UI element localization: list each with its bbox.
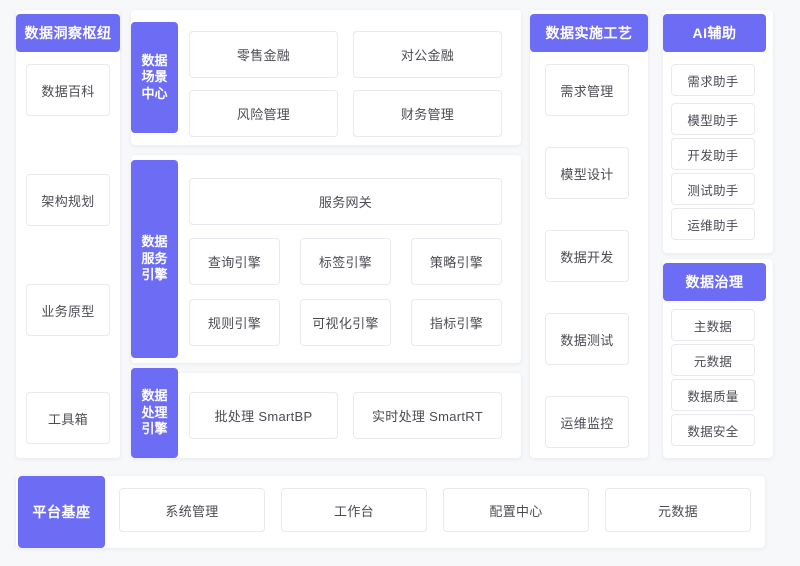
insight-hub-item-1[interactable]: 架构规划: [26, 174, 110, 226]
scenario-item-3[interactable]: 财务管理: [353, 90, 502, 137]
implementation-item-0[interactable]: 需求管理: [545, 64, 629, 116]
ai-assist-item-3[interactable]: 测试助手: [671, 173, 755, 205]
platform-base-item-2[interactable]: 配置中心: [443, 488, 589, 532]
implementation-item-4[interactable]: 运维监控: [545, 396, 629, 448]
platform-base-item-1[interactable]: 工作台: [281, 488, 427, 532]
governance-item-3[interactable]: 数据安全: [671, 414, 755, 446]
platform-base-header[interactable]: 平台基座: [18, 476, 105, 548]
governance-item-0[interactable]: 主数据: [671, 309, 755, 341]
scenario-center-rail-line-0: 数据: [141, 52, 168, 68]
scenario-item-2[interactable]: 风险管理: [189, 90, 338, 137]
governance-item-2[interactable]: 数据质量: [671, 379, 755, 411]
implementation-item-1[interactable]: 模型设计: [545, 147, 629, 199]
governance-item-1[interactable]: 元数据: [671, 344, 755, 376]
insight-hub-item-3[interactable]: 工具箱: [26, 392, 110, 444]
ai-assist-item-4[interactable]: 运维助手: [671, 208, 755, 240]
scenario-center-rail-line-1: 场景: [141, 69, 168, 85]
service-engine-item-4[interactable]: 可视化引擎: [300, 299, 391, 346]
processing-engine-rail-line-2: 引擎: [141, 421, 168, 437]
platform-base-item-3[interactable]: 元数据: [605, 488, 751, 532]
implementation-item-2[interactable]: 数据开发: [545, 230, 629, 282]
insight-hub-header[interactable]: 数据洞察枢纽: [16, 14, 120, 52]
scenario-item-1[interactable]: 对公金融: [353, 31, 502, 78]
processing-engine-rail-line-1: 处理: [141, 404, 168, 420]
processing-engine-rail-line-0: 数据: [141, 388, 168, 404]
service-engine-item-5[interactable]: 指标引擎: [411, 299, 502, 346]
implementation-header[interactable]: 数据实施工艺: [530, 14, 648, 52]
insight-hub-item-0[interactable]: 数据百科: [26, 64, 110, 116]
implementation-item-3[interactable]: 数据测试: [545, 313, 629, 365]
service-engine-rail-line-2: 引擎: [141, 267, 168, 283]
service-engine-rail-line-0: 数据: [141, 234, 168, 250]
insight-hub-item-2[interactable]: 业务原型: [26, 284, 110, 336]
service-engine-item-3[interactable]: 规则引擎: [189, 299, 280, 346]
scenario-center-rail[interactable]: 数据 场景 中心: [131, 22, 178, 133]
scenario-item-0[interactable]: 零售金融: [189, 31, 338, 78]
scenario-center-rail-line-2: 中心: [141, 85, 168, 101]
service-engine-item-2[interactable]: 策略引擎: [411, 238, 502, 285]
processing-engine-item-1[interactable]: 实时处理 SmartRT: [353, 392, 502, 439]
service-engine-item-1[interactable]: 标签引擎: [300, 238, 391, 285]
service-engine-rail[interactable]: 数据 服务 引擎: [131, 160, 178, 358]
service-engine-rail-line-1: 服务: [141, 250, 168, 266]
ai-assist-header[interactable]: AI辅助: [663, 14, 766, 52]
service-engine-item-0[interactable]: 查询引擎: [189, 238, 280, 285]
processing-engine-item-0[interactable]: 批处理 SmartBP: [189, 392, 338, 439]
platform-base-item-0[interactable]: 系统管理: [119, 488, 265, 532]
governance-header[interactable]: 数据治理: [663, 263, 766, 301]
ai-assist-item-2[interactable]: 开发助手: [671, 138, 755, 170]
processing-engine-rail[interactable]: 数据 处理 引擎: [131, 368, 178, 458]
ai-assist-item-1[interactable]: 模型助手: [671, 103, 755, 135]
ai-assist-item-0[interactable]: 需求助手: [671, 64, 755, 96]
service-gateway-box[interactable]: 服务网关: [189, 178, 502, 225]
